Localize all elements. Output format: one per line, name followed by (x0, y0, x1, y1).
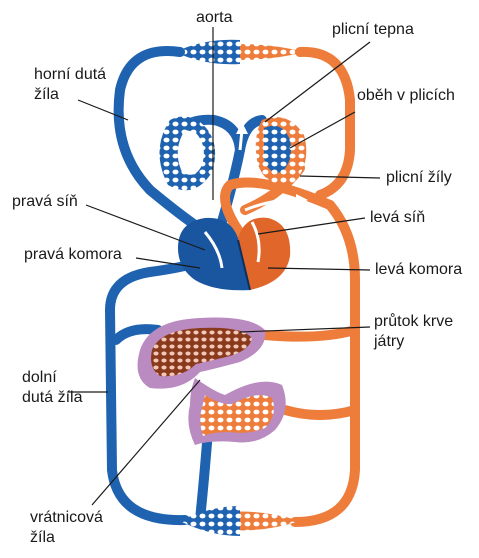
label-prutok-krve-jatry: průtok krve játry (374, 312, 453, 352)
label-vratnicova-zila: vrátnicová žíla (30, 508, 103, 548)
label-dolni-duta-zila: dolní dutá žíla (22, 368, 82, 408)
intestine (188, 378, 285, 445)
upper-capillary-bed (175, 40, 305, 65)
label-leva-komora: levá komora (375, 260, 462, 280)
label-horni-duta-zila: horní dutá žíla (34, 65, 106, 105)
label-plicni-tepna: plicní tepna (332, 20, 414, 40)
label-plicni-zily: plicní žíly (386, 168, 452, 188)
label-obeh-v-plicich: oběh v plicích (357, 86, 455, 106)
label-aorta: aorta (196, 8, 232, 28)
label-prava-komora: pravá komora (24, 245, 122, 265)
label-leva-sin: levá síň (370, 208, 425, 228)
label-prava-sin: pravá síň (12, 192, 78, 212)
